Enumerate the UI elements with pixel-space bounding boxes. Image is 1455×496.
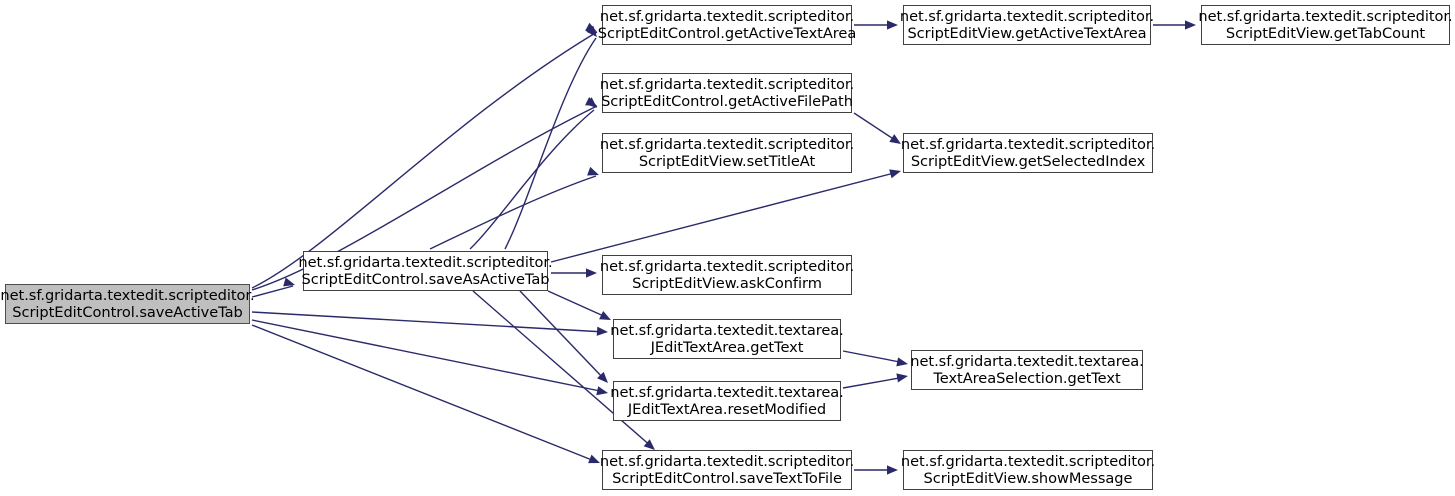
arrowhead-saveActiveTab-to-resetModified	[596, 386, 608, 396]
arrowhead-viewGetActiveTextArea-to-getTabCount	[1185, 20, 1196, 30]
arrowhead-saveAsActiveTab-to-setTitleAt	[587, 166, 599, 176]
graph-node-label: net.sf.gridarta.textedit.scripteditor. S…	[900, 135, 1156, 170]
edge-saveAsActiveTab-to-saveTextToFile	[472, 290, 653, 448]
graph-node-askConfirm[interactable]: net.sf.gridarta.textedit.scripteditor. S…	[600, 255, 854, 295]
arrowhead-getActiveFilePath-to-getSelectedIndex	[889, 134, 901, 144]
graph-node-getActiveFilePath[interactable]: net.sf.gridarta.textedit.scripteditor. S…	[600, 73, 854, 113]
graph-node-label: net.sf.gridarta.textedit.scripteditor. S…	[900, 452, 1156, 487]
edge-saveAsActiveTab-to-resetModified	[519, 290, 606, 381]
edge-saveAsActiveTab-to-getSelectedIndex	[550, 171, 899, 263]
arrowhead-saveTextToFile-to-showMessage	[887, 465, 898, 475]
arrowhead-saveAsActiveTab-to-saveTextToFile	[643, 439, 655, 450]
edge-saveAsActiveTab-to-jEditGetText	[547, 290, 609, 319]
arrowhead-saveActiveTab-to-jEditGetText	[596, 326, 608, 336]
graph-node-label: net.sf.gridarta.textedit.scripteditor. S…	[599, 452, 855, 487]
edge-saveAsActiveTab-to-setTitleAt	[429, 175, 597, 250]
graph-node-label: net.sf.gridarta.textedit.scripteditor. S…	[599, 135, 855, 170]
edge-jEditGetText-to-textAreaSelectionGetText	[842, 350, 906, 364]
graph-node-textAreaSelectionGetText[interactable]: net.sf.gridarta.textedit.textarea. TextA…	[910, 350, 1144, 390]
arrowhead-resetModified-to-textAreaSelectionGetText	[896, 373, 908, 383]
arrowhead-saveActiveTab-to-saveAsActiveTab	[283, 277, 295, 287]
edge-saveActiveTab-to-saveAsActiveTab	[251, 285, 294, 298]
graph-node-label: net.sf.gridarta.textedit.scripteditor. S…	[298, 253, 553, 288]
edge-saveActiveTab-to-resetModified	[251, 319, 606, 393]
graph-node-saveAsActiveTab[interactable]: net.sf.gridarta.textedit.scripteditor. S…	[298, 251, 553, 291]
graph-node-viewGetActiveTextArea[interactable]: net.sf.gridarta.textedit.scripteditor. S…	[900, 5, 1154, 45]
arrowhead-saveActiveTab-to-saveTextToFile	[588, 454, 600, 464]
graph-node-getActiveTextArea[interactable]: net.sf.gridarta.textedit.scripteditor. S…	[598, 5, 856, 45]
arrowhead-saveAsActiveTab-to-jEditGetText	[599, 311, 611, 320]
edge-resetModified-to-textAreaSelectionGetText	[842, 376, 906, 389]
graph-node-saveTextToFile[interactable]: net.sf.gridarta.textedit.scripteditor. S…	[600, 450, 854, 490]
graph-node-label: net.sf.gridarta.textedit.textarea. TextA…	[910, 352, 1144, 387]
graph-node-label: net.sf.gridarta.textedit.textarea. JEdit…	[610, 383, 844, 418]
graph-node-getTabCount[interactable]: net.sf.gridarta.textedit.scripteditor. S…	[1198, 5, 1453, 45]
arrowhead-jEditGetText-to-textAreaSelectionGetText	[896, 357, 908, 367]
graph-node-label: net.sf.gridarta.textedit.scripteditor. S…	[597, 7, 857, 42]
edge-saveAsActiveTab-to-getActiveFilePath	[469, 109, 595, 250]
graph-node-label: net.sf.gridarta.textedit.scripteditor. S…	[599, 75, 855, 110]
arrowhead-saveAsActiveTab-to-getActiveFilePath	[585, 97, 597, 108]
graph-node-jEditGetText[interactable]: net.sf.gridarta.textedit.textarea. JEdit…	[610, 319, 844, 359]
arrowhead-saveAsActiveTab-to-getSelectedIndex	[889, 169, 901, 179]
arrowhead-saveAsActiveTab-to-getActiveTextArea	[586, 25, 597, 37]
graph-node-showMessage[interactable]: net.sf.gridarta.textedit.scripteditor. S…	[901, 450, 1155, 490]
arrowhead-saveAsActiveTab-to-askConfirm	[586, 268, 597, 278]
graph-node-label: net.sf.gridarta.textedit.scripteditor. S…	[599, 257, 855, 292]
graph-node-setTitleAt[interactable]: net.sf.gridarta.textedit.scripteditor. S…	[600, 133, 854, 173]
graph-node-label: net.sf.gridarta.textedit.textarea. JEdit…	[610, 321, 844, 356]
graph-node-label: net.sf.gridarta.textedit.scripteditor. S…	[1198, 7, 1453, 42]
graph-node-resetModified[interactable]: net.sf.gridarta.textedit.textarea. JEdit…	[610, 381, 844, 421]
graph-node-getSelectedIndex[interactable]: net.sf.gridarta.textedit.scripteditor. S…	[901, 133, 1155, 173]
edge-saveActiveTab-to-getActiveTextArea	[251, 31, 598, 289]
edge-saveActiveTab-to-saveTextToFile	[251, 324, 598, 463]
edge-saveActiveTab-to-getActiveFilePath	[251, 105, 598, 291]
arrowhead-getActiveTextArea-to-viewGetActiveTextArea	[887, 20, 898, 30]
graph-node-label: net.sf.gridarta.textedit.scripteditor. S…	[0, 286, 255, 321]
graph-node-label: net.sf.gridarta.textedit.scripteditor. S…	[899, 7, 1155, 42]
edge-getActiveFilePath-to-getSelectedIndex	[853, 112, 899, 143]
graph-node-saveActiveTab[interactable]: net.sf.gridarta.textedit.scripteditor. S…	[0, 284, 255, 324]
arrowhead-saveAsActiveTab-to-resetModified	[597, 371, 608, 383]
edge-saveActiveTab-to-jEditGetText	[251, 311, 606, 333]
edge-saveAsActiveTab-to-getActiveTextArea	[504, 37, 597, 250]
